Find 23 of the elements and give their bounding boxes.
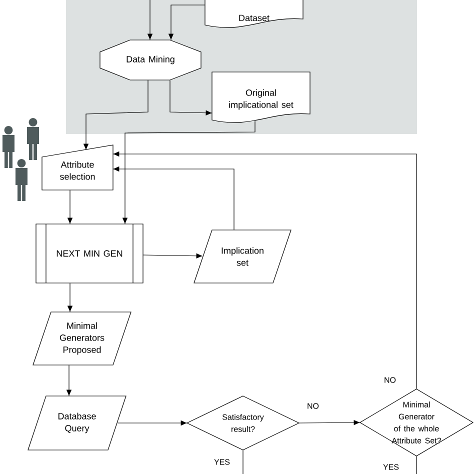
arrow (122, 120, 256, 224)
arrow (67, 282, 73, 312)
data-parallelogram: Minimal Generators Proposed (32, 312, 132, 366)
arrow (117, 420, 188, 426)
arrow (142, 253, 203, 258)
data-parallelogram: Implication set (194, 230, 292, 284)
arrow (170, 80, 212, 116)
edge-label: YES (213, 458, 231, 466)
arrow (66, 364, 72, 396)
arrow (168, 4, 206, 40)
manual-input-box: Attribute selection (42, 144, 114, 190)
subprocess-box: NEXT MIN GEN (36, 224, 144, 284)
edge-label: NO (383, 376, 397, 384)
data-parallelogram: Database Query (28, 396, 126, 450)
arrow (83, 80, 148, 150)
arrow (112, 166, 234, 230)
arrow (298, 420, 360, 426)
process-octagon: Data Mining (100, 40, 202, 80)
edge-label: YES (382, 463, 400, 471)
arrow (112, 151, 417, 390)
edge-label: NO (306, 402, 320, 410)
arrow (147, 0, 153, 40)
arrow (67, 190, 73, 224)
